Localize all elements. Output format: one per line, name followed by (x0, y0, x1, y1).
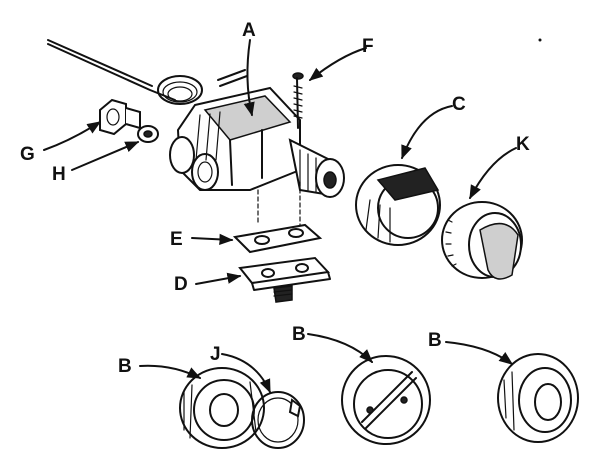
label-b3: B (428, 330, 442, 351)
fitting-g (99, 98, 141, 136)
label-d: D (174, 274, 188, 295)
gasket-e (232, 223, 323, 254)
label-k: K (516, 134, 530, 155)
ring-b1 (179, 367, 265, 449)
label-h: H (52, 164, 66, 185)
label-b1: B (118, 356, 132, 377)
plate-d (238, 256, 331, 303)
label-c: C (452, 94, 466, 115)
valve-body-assembly (47, 39, 345, 226)
label-g: G (20, 144, 35, 165)
ring-b3 (497, 353, 579, 443)
knob-k (441, 201, 523, 280)
label-b2: B (292, 324, 306, 345)
label-j: J (210, 344, 221, 365)
dot-mark (538, 38, 542, 42)
label-f: F (362, 36, 374, 57)
fitting-h (137, 125, 159, 143)
leader-arrows (43, 39, 517, 394)
label-e: E (170, 229, 183, 250)
gasket-ring-j (251, 391, 305, 449)
ring-b2 (341, 355, 431, 445)
knob-skirt-c (355, 164, 441, 246)
label-a: A (242, 20, 256, 41)
screw-f (292, 72, 304, 129)
